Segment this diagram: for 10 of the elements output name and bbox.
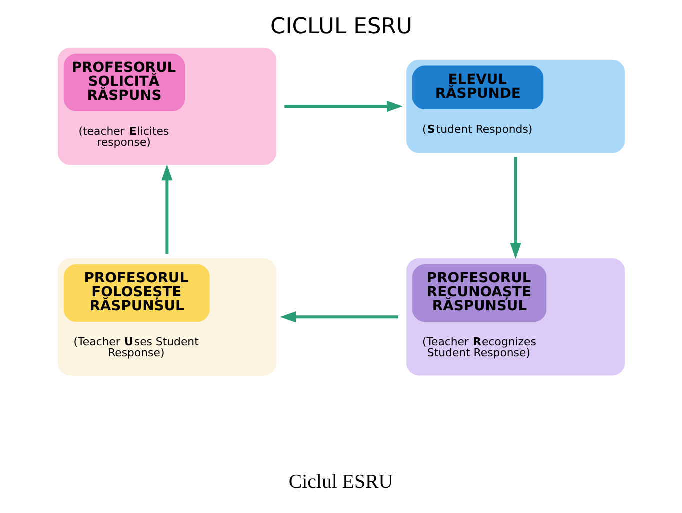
arrow xyxy=(280,312,398,323)
arrow xyxy=(510,157,521,259)
node-box: ELEVUL RĂSPUNDE (Student Responds) xyxy=(406,60,625,154)
arrow xyxy=(161,164,172,254)
caption: Ciclul ESRU xyxy=(288,470,393,493)
node-box: PROFESORUL RECUNOAȘTE RĂSPUNSUL (Teacher Recognizes Student Response) xyxy=(406,258,625,376)
arrow xyxy=(284,100,402,112)
node-box: PROFESORUL SOLICITĂ RĂSPUNS (teacher Elicites response) xyxy=(57,48,276,166)
diagram-title: CICLUL ESRU xyxy=(270,14,412,40)
node-box: PROFESORUL FOLOSEȘTE RĂSPUNSUL (Teacher Uses Student Response) xyxy=(57,258,276,376)
